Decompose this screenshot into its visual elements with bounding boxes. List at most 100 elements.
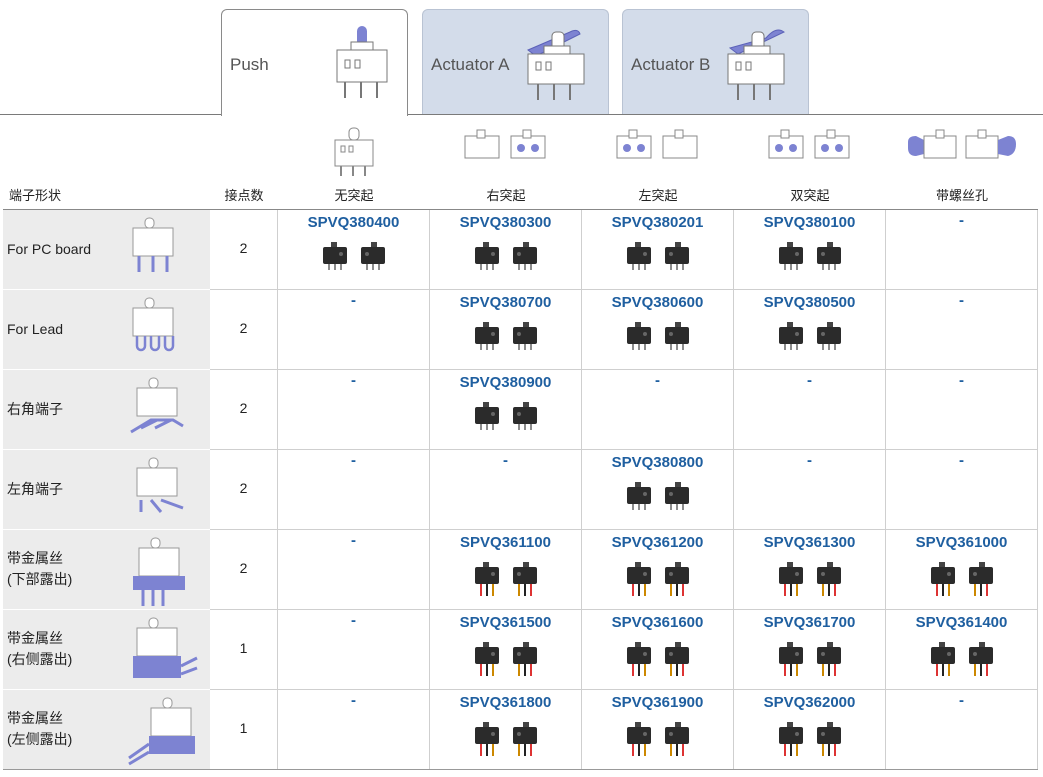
- terminal-label: For PC board: [7, 241, 92, 257]
- product-link[interactable]: SPVQ361300: [763, 534, 856, 551]
- product-link[interactable]: SPVQ380100: [763, 214, 856, 231]
- product-cell: -: [886, 370, 1038, 450]
- product-link[interactable]: SPVQ380600: [611, 294, 704, 311]
- product-cell: SPVQ361600: [582, 610, 734, 690]
- switch-screw-hole-icon: [886, 126, 1038, 175]
- not-available-mark: -: [959, 372, 964, 389]
- product-link[interactable]: SPVQ361000: [915, 534, 1008, 551]
- header-contacts-label: 接点数: [224, 188, 264, 203]
- product-link[interactable]: SPVQ362000: [763, 694, 856, 711]
- tab-push-label: Push: [230, 55, 269, 74]
- product-photo-icon: [886, 640, 1037, 676]
- product-link[interactable]: SPVQ361700: [763, 614, 856, 631]
- product-cell: -: [278, 370, 430, 450]
- not-available-mark: -: [351, 452, 356, 469]
- header-col-label: 右突起: [486, 188, 526, 203]
- header-col-label: 带螺丝孔: [935, 188, 988, 203]
- not-available-mark: -: [351, 372, 356, 389]
- product-link[interactable]: SPVQ380700: [459, 294, 552, 311]
- product-photo-icon: [582, 640, 733, 676]
- not-available-mark: -: [959, 292, 964, 309]
- product-cell: -: [278, 530, 430, 610]
- terminal-shape-icon: [127, 296, 181, 363]
- product-link[interactable]: SPVQ361500: [459, 614, 552, 631]
- tab-actuator-b-label: Actuator B: [631, 55, 711, 74]
- header-col-both: 双突起: [734, 116, 886, 210]
- product-photo-icon: [430, 560, 581, 596]
- header-divider: [3, 209, 1038, 210]
- product-link[interactable]: SPVQ380201: [611, 214, 704, 231]
- product-link[interactable]: SPVQ380500: [763, 294, 856, 311]
- product-photo-icon: [582, 560, 733, 596]
- terminal-cell: For PC board: [3, 210, 210, 290]
- product-cell: SPVQ380900: [430, 370, 582, 450]
- product-cell: SPVQ380500: [734, 290, 886, 370]
- not-available-mark: -: [959, 452, 964, 469]
- product-link[interactable]: SPVQ361200: [611, 534, 704, 551]
- product-link[interactable]: SPVQ380900: [459, 374, 552, 391]
- tab-actuator-b[interactable]: Actuator B: [622, 9, 809, 115]
- product-link[interactable]: SPVQ361400: [915, 614, 1008, 631]
- product-cell: SPVQ380100: [734, 210, 886, 290]
- product-cell: SPVQ361700: [734, 610, 886, 690]
- product-link[interactable]: SPVQ361900: [611, 694, 704, 711]
- terminal-cell: 带金属丝 (下部露出): [3, 530, 210, 610]
- product-link[interactable]: SPVQ361600: [611, 614, 704, 631]
- product-link[interactable]: SPVQ380800: [611, 454, 704, 471]
- switch-both-boss-icon: [734, 126, 886, 175]
- tab-actuator-a[interactable]: Actuator A: [422, 9, 609, 115]
- contacts-value: 1: [239, 640, 248, 656]
- product-cell: -: [582, 370, 734, 450]
- terminal-shape-icon: [127, 616, 199, 693]
- header-terminal-label: 端子形状: [9, 188, 62, 203]
- not-available-mark: -: [351, 612, 356, 629]
- contacts-value: 2: [239, 560, 248, 576]
- table-row: For PC board 2 SPVQ380400 SPVQ380300 SPVQ380…: [3, 210, 1038, 290]
- switch-actuator-a-icon: [522, 24, 594, 111]
- terminal-cell: 带金属丝 (左侧露出): [3, 690, 210, 770]
- header-col-none: 无突起: [278, 116, 430, 210]
- product-photo-icon: [278, 240, 429, 276]
- header-col-left: 左突起: [582, 116, 734, 210]
- product-photo-icon: [582, 240, 733, 276]
- product-cell: SPVQ361100: [430, 530, 582, 610]
- terminal-cell: 右角端子: [3, 370, 210, 450]
- product-photo-icon: [430, 400, 581, 436]
- terminal-shape-icon: [127, 696, 199, 773]
- product-link[interactable]: SPVQ380400: [307, 214, 400, 231]
- terminal-label: 带金属丝 (右侧露出): [7, 630, 73, 667]
- contacts-cell: 2: [210, 450, 278, 530]
- table-row: 带金属丝 (下部露出) 2 - SPVQ361100 SPVQ361200 SPVQ361…: [3, 530, 1038, 610]
- product-photo-icon: [734, 720, 885, 756]
- header-col-right: 右突起: [430, 116, 582, 210]
- contacts-cell: 2: [210, 370, 278, 450]
- not-available-mark: -: [807, 452, 812, 469]
- product-cell: -: [734, 450, 886, 530]
- product-link[interactable]: SPVQ361800: [459, 694, 552, 711]
- product-cell: SPVQ361300: [734, 530, 886, 610]
- product-cell: SPVQ380400: [278, 210, 430, 290]
- switch-right-boss-icon: [430, 126, 582, 175]
- tab-push[interactable]: Push: [221, 9, 408, 116]
- contacts-value: 2: [239, 240, 248, 256]
- product-cell: -: [278, 690, 430, 770]
- switch-push-icon: [331, 24, 393, 109]
- switch-actuator-b-icon: [722, 24, 794, 111]
- terminal-label: 带金属丝 (左侧露出): [7, 710, 73, 747]
- terminal-label: For Lead: [7, 321, 64, 337]
- contacts-value: 2: [239, 400, 248, 416]
- terminal-cell: 左角端子: [3, 450, 210, 530]
- table-row: 带金属丝 (左侧露出) 1 - SPVQ361800 SPVQ361900 SPVQ362…: [3, 690, 1038, 770]
- product-photo-icon: [734, 640, 885, 676]
- product-cell: -: [278, 290, 430, 370]
- product-cell: SPVQ361500: [430, 610, 582, 690]
- product-link[interactable]: SPVQ380300: [459, 214, 552, 231]
- contacts-value: 1: [239, 720, 248, 736]
- terminal-shape-icon: [127, 456, 189, 523]
- product-cell: SPVQ361800: [430, 690, 582, 770]
- table-bottom-border: [3, 769, 1038, 770]
- product-link[interactable]: SPVQ361100: [460, 534, 551, 551]
- product-cell: -: [886, 290, 1038, 370]
